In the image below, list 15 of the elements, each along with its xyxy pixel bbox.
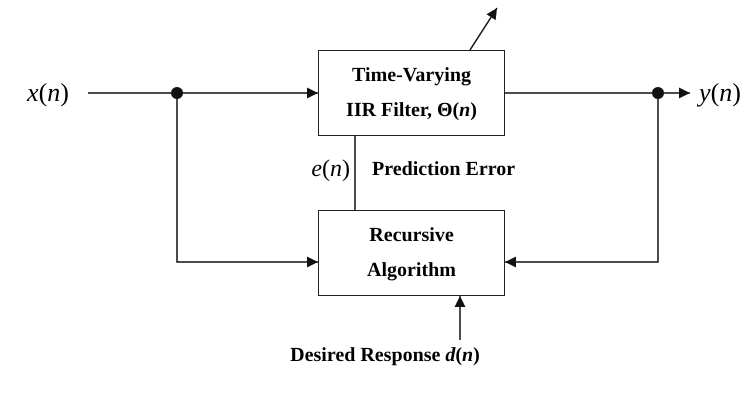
- filter-box: [318, 50, 505, 136]
- annotation-text: Prediction Error: [372, 158, 516, 181]
- arrow: [664, 88, 690, 98]
- junction-dot: [171, 87, 183, 99]
- arrow: [454, 296, 466, 340]
- signal-label: y(n): [699, 78, 741, 108]
- box-text: Recursive Algorithm: [366, 223, 457, 283]
- process-box: [318, 210, 505, 296]
- arrow: [176, 99, 318, 268]
- box-text: Time-Varying IIR Filter, Θ(n): [345, 63, 478, 123]
- junction-dot: [652, 87, 664, 99]
- signal-label: x(n): [27, 78, 69, 108]
- input-label: Desired Response d(n): [290, 344, 480, 366]
- arrow: [505, 99, 659, 268]
- arrow: [183, 88, 318, 98]
